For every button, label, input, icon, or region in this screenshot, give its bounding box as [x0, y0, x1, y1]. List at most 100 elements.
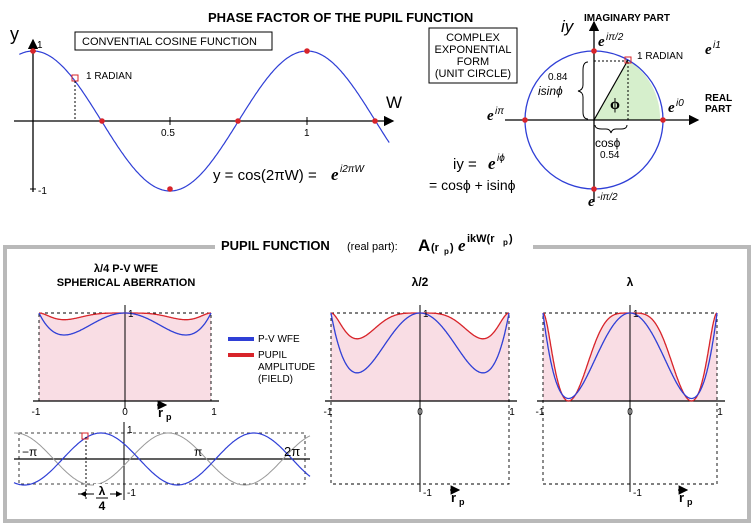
sin-value: 0.84	[548, 72, 568, 83]
cos-title-box	[74, 31, 273, 51]
pupil-header-exp-sub: p	[503, 238, 508, 247]
panel2-tick-bot: -1	[423, 488, 432, 499]
pupil-header-rp-close: )	[450, 242, 454, 254]
pupil-header-A: A	[418, 236, 430, 255]
panel3-rp-label: r	[679, 490, 684, 505]
real-part-label-1: REAL	[705, 93, 732, 104]
phase-pi: π	[194, 445, 202, 459]
cos-point-zero1	[99, 118, 105, 124]
panel3-title: λ	[627, 275, 634, 289]
pupil-header-main: PUPIL FUNCTION	[221, 238, 330, 253]
legend-amp-label-2: AMPLITUDE	[258, 362, 316, 373]
panel2-title: λ/2	[412, 275, 429, 289]
real-part-label-2: PART	[705, 104, 731, 115]
panel1-tick-top: 1	[128, 309, 134, 320]
phase-mpi: −π	[22, 445, 37, 459]
cos-point-peak0	[30, 48, 36, 54]
panel2-wfe-curve	[330, 312, 510, 374]
cos-equation-exp: i2πW	[340, 164, 365, 175]
panel2-tick-0: 0	[417, 407, 423, 418]
cos-point-zero2	[235, 118, 241, 124]
circle-one-radian-marker	[624, 56, 632, 64]
complex-box-line3: FORM	[457, 56, 489, 68]
circle-point-top	[591, 48, 597, 54]
panel3-tick-bot: -1	[633, 488, 642, 499]
pupil-header-exp: ikW(r	[467, 233, 495, 245]
panel1-title-2: SPHERICAL ABERRATION	[57, 277, 196, 289]
e-i1-exp: i1	[713, 40, 721, 51]
cos-tick-label-m1: -1	[38, 186, 47, 197]
e-ipi2-base: e	[598, 34, 605, 50]
panel3-wfe-curve	[542, 312, 718, 400]
complex-box-line1: COMPLEX	[446, 32, 500, 44]
panel2-rp-label-sub: p	[459, 497, 465, 507]
radius-line	[593, 59, 629, 121]
phi-label: ϕ	[610, 96, 620, 113]
circle-one-radian-label: 1 RADIAN	[637, 51, 683, 62]
circle-point-bottom	[591, 186, 597, 192]
panel2-tick-top: 1	[423, 309, 429, 320]
e-i1-base: e	[705, 42, 712, 58]
phase-lambda4-arrow-left	[80, 491, 86, 497]
panel1-wfe-curve	[38, 312, 212, 336]
cos-w-label: W	[386, 93, 402, 112]
cos-tick-label-05: 0.5	[161, 128, 175, 139]
iy-label: iy	[561, 17, 575, 36]
e-i0-base: e	[668, 100, 675, 116]
imaginary-part-label: IMAGINARY PART	[584, 13, 670, 24]
euler-eq-e: e	[488, 154, 496, 173]
sin-brace	[577, 61, 589, 120]
e-ipi-exp: iπ	[495, 106, 504, 117]
legend-amp-label-1: PUPIL	[258, 350, 287, 361]
panel3-tick-0: 0	[627, 407, 633, 418]
panel2-tick-1: 1	[509, 407, 515, 418]
phase-lambda4-den: 4	[99, 499, 106, 513]
complex-box-line4: (UNIT CIRCLE)	[435, 68, 511, 80]
panel3-rp-label-sub: p	[687, 497, 693, 507]
e-ipi2-exp: iπ/2	[606, 32, 624, 43]
e-i0-exp: i0	[676, 98, 684, 109]
panel1-rp-label: r	[158, 405, 163, 420]
panel1-tick-1: 1	[211, 407, 217, 418]
cos-brace	[594, 124, 628, 134]
panel1-tick-0: 0	[122, 407, 128, 418]
phase-lambda4-num: λ	[99, 484, 106, 498]
unit-circle-diagram: COMPLEX EXPONENTIAL FORM (UNIT CIRCLE) i…	[428, 13, 732, 210]
phase-lambda4-arrow-right	[116, 491, 122, 497]
legend-amp-label-3: (FIELD)	[258, 374, 293, 385]
e-mipi2-exp: -iπ/2	[597, 192, 618, 203]
panel3-tick-top: 1	[633, 309, 639, 320]
pupil-header-sub: (real part):	[347, 241, 398, 253]
euler-eq-right: = cosϕ + isinϕ	[429, 177, 516, 193]
cos-equation-left: y = cos(2πW) =	[213, 167, 317, 184]
legend-amp-swatch	[228, 353, 254, 357]
cos-value: 0.54	[600, 150, 620, 161]
cos-one-radian-label: 1 RADIAN	[86, 71, 132, 82]
top-title: PHASE FACTOR OF THE PUPIL FUNCTION	[208, 10, 473, 25]
legend-wfe-swatch	[228, 337, 254, 341]
panel3-tick-m1: -1	[536, 407, 545, 418]
panel2-rp-label: r	[451, 490, 456, 505]
complex-box	[428, 27, 518, 84]
euler-eq-exp: iϕ	[497, 153, 505, 164]
panel2-tick-m1: -1	[324, 407, 333, 418]
panel1-tick-m1: -1	[32, 407, 41, 418]
panel3-tick-1: 1	[717, 407, 723, 418]
circle-point-right	[660, 117, 666, 123]
phase-2pi: 2π	[284, 444, 300, 459]
cos-label: cosϕ	[595, 136, 621, 150]
phi-sector	[594, 60, 661, 120]
panel1-title-1: λ/4 P-V WFE	[94, 263, 158, 275]
legend-wfe-label: P-V WFE	[258, 334, 300, 345]
cos-y-label: y	[10, 24, 19, 44]
cos-title-text: CONVENTIAL COSINE FUNCTION	[82, 36, 257, 48]
cos-tick-label-1x: 1	[304, 128, 310, 139]
cos-point-peak1	[304, 48, 310, 54]
pupil-header-e: e	[458, 236, 466, 255]
phase-top: 1	[127, 425, 133, 436]
